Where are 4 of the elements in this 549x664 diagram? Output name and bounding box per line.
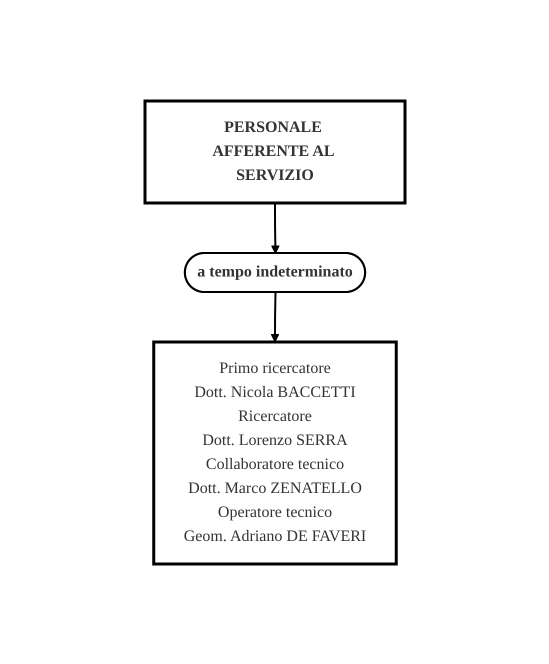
arrow	[270, 202, 280, 254]
node-box: PERSONALE AFFERENTE AL SERVIZIO	[143, 99, 406, 204]
arrow	[270, 292, 279, 342]
node-box: Primo ricercatore Dott. Nicola BACCETTI Ricercatore Dott. Lorenzo SERRA Collaboratore tecnico Dott. Marco ZENATELLO Operatore tecnico Geom. Adriano DE FAVERI	[152, 340, 398, 565]
